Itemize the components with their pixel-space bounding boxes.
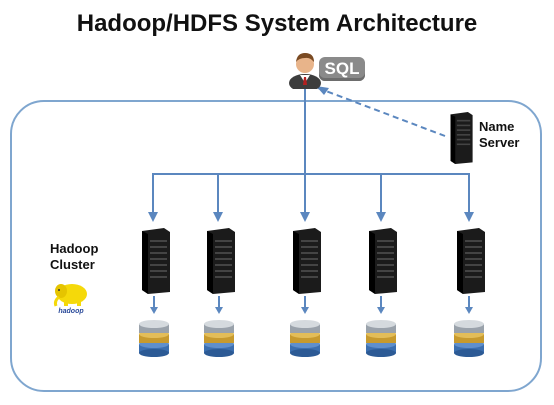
name-server-label: Name Server (479, 119, 520, 150)
diagram-title: Hadoop/HDFS System Architecture (76, 10, 478, 37)
database-icon (366, 320, 396, 357)
database-icon (454, 320, 484, 357)
server-drop-arrows (148, 173, 474, 222)
database-icon (290, 320, 320, 357)
database-icon (139, 320, 169, 357)
name-server-dashed-link (317, 87, 446, 137)
data-node-server-icon (293, 228, 321, 294)
data-node-server-icon (457, 228, 485, 294)
user-icon (289, 53, 321, 89)
hadoop-logo: hadoop (53, 284, 87, 315)
storage-arrows (150, 296, 473, 314)
database-icon (204, 320, 234, 357)
data-node-server-icon (142, 228, 170, 294)
name-server-icon (450, 112, 473, 164)
data-node-server-icon (207, 228, 235, 294)
data-node-server-icon (369, 228, 397, 294)
hadoop-logo-text: hadoop (58, 308, 84, 315)
sql-badge: SQL (319, 57, 365, 81)
cluster-label: Hadoop Cluster (50, 241, 99, 272)
